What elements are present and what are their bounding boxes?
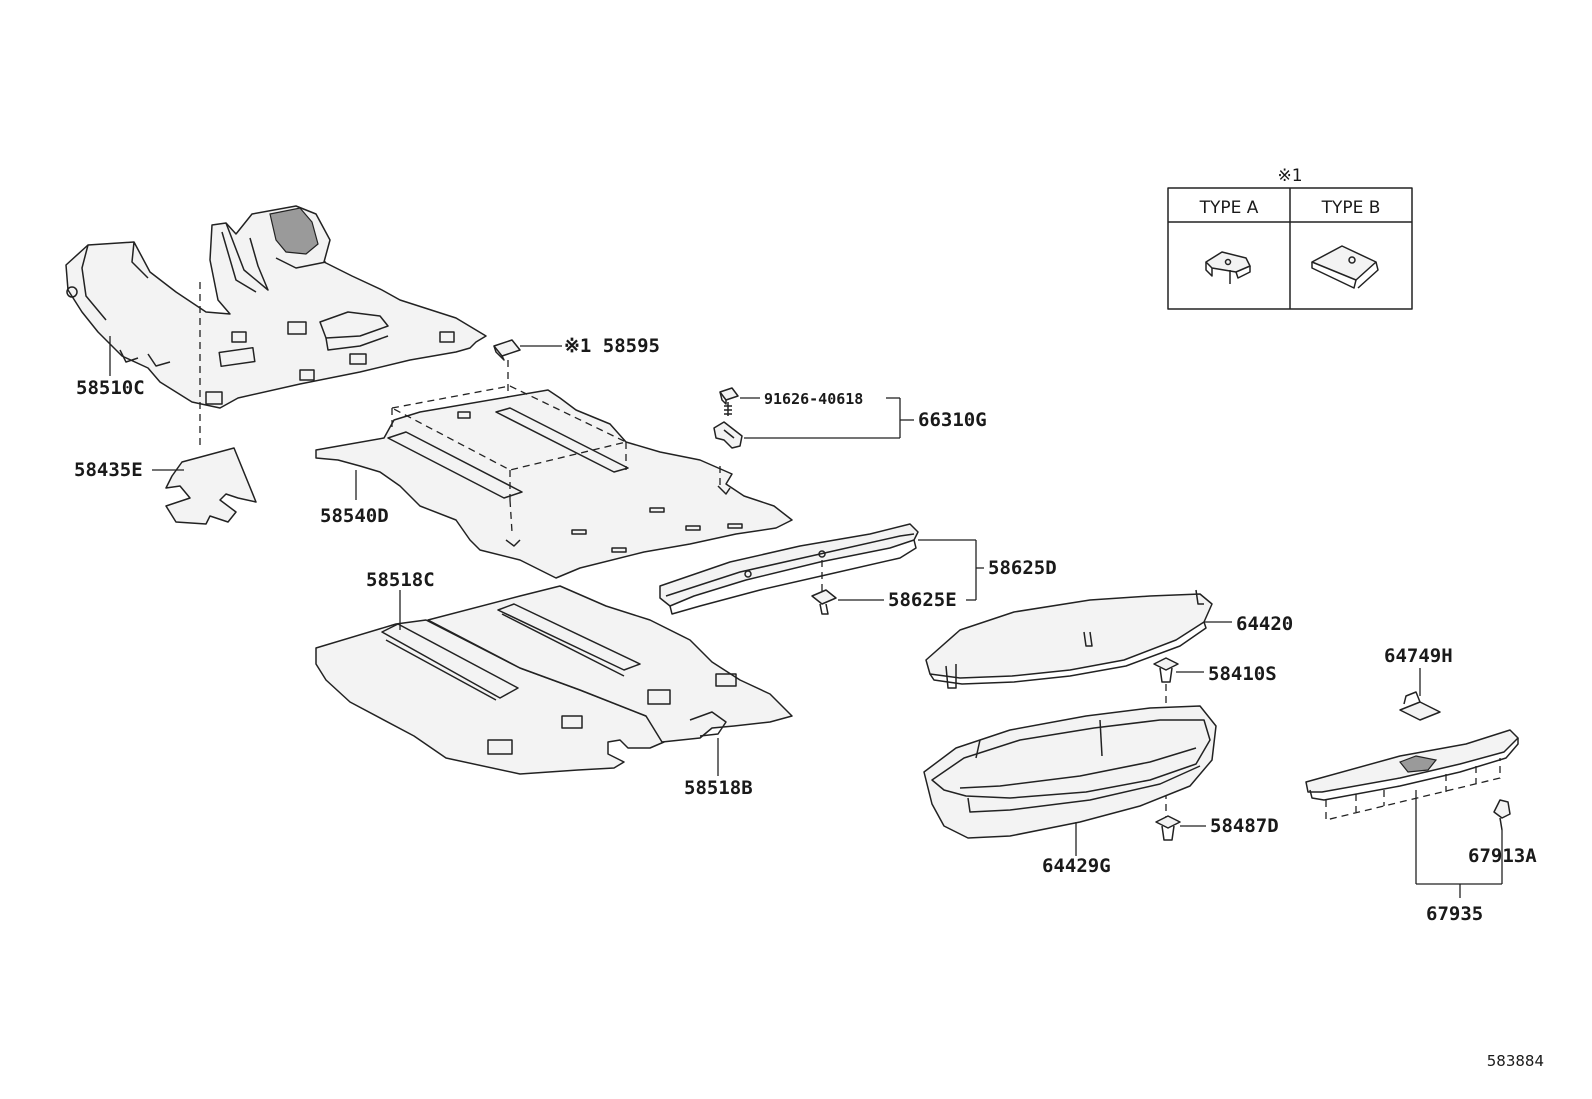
label-64429G: 64429G — [1042, 855, 1111, 877]
label-58625E: 58625E — [888, 589, 957, 611]
label-64749H: 64749H — [1384, 645, 1453, 667]
type-a-clip-illustration — [1205, 251, 1251, 284]
type-b-clip-illustration — [1311, 245, 1379, 289]
callout-labels: 58510C 58435E ※1 58595 91626-40618 66310… — [74, 335, 1537, 925]
clip-58595 — [493, 339, 521, 361]
clip-67913A — [1493, 799, 1511, 831]
label-58410S: 58410S — [1208, 663, 1277, 685]
label-66310G: 66310G — [918, 409, 987, 431]
bracket-66310G — [713, 421, 743, 449]
label-58487D: 58487D — [1210, 815, 1279, 837]
legend-marker: ※1 — [1277, 166, 1302, 186]
floor-pad-58435E — [165, 447, 257, 525]
clip-58410S — [1153, 657, 1179, 683]
label-58540D: 58540D — [320, 505, 389, 527]
label-67913A: 67913A — [1468, 845, 1537, 867]
label-58435E: 58435E — [74, 459, 143, 481]
label-58510C: 58510C — [76, 377, 145, 399]
clip-58487D — [1155, 815, 1181, 841]
label-64420: 64420 — [1236, 613, 1293, 635]
clip-58625E — [811, 589, 837, 615]
deck-tray-64429G — [923, 705, 1217, 839]
label-58625D: 58625D — [988, 557, 1057, 579]
front-floor-carpet-58510C — [65, 205, 487, 409]
scuff-plate-67935 — [1305, 729, 1519, 821]
bolt-91626-40618 — [719, 387, 739, 416]
legend-type-a-label: TYPE A — [1199, 198, 1259, 218]
label-58518B: 58518B — [684, 777, 753, 799]
deck-board-64420 — [925, 589, 1213, 689]
diagram-reference-number: 583884 — [1487, 1052, 1544, 1070]
floor-silencer-58540D — [315, 385, 793, 579]
legend-type-b-label: TYPE B — [1321, 198, 1381, 218]
label-91626-40618: 91626-40618 — [764, 390, 863, 408]
label-58518C: 58518C — [366, 569, 435, 591]
label-58595: ※1 58595 — [564, 335, 660, 357]
floor-rail-58625D — [659, 523, 919, 615]
label-67935: 67935 — [1426, 903, 1483, 925]
rear-floor-silencer-58518B — [427, 585, 793, 743]
bracket-64749H — [1399, 691, 1441, 721]
fastener-type-legend: ※1 TYPE A TYPE B — [1167, 166, 1413, 310]
